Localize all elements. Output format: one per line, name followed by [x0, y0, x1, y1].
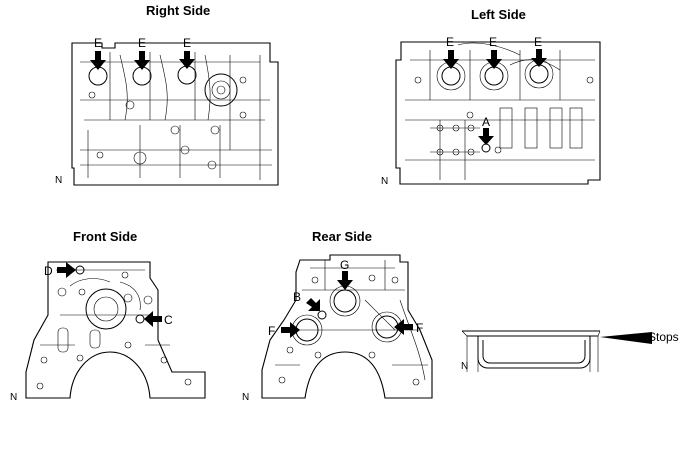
- left-side-title: Left Side: [471, 7, 526, 22]
- corner-mark: N: [381, 176, 388, 187]
- arrow-left: [394, 319, 413, 335]
- plug-detail-view: Stops N: [461, 330, 679, 372]
- label-e: E: [489, 35, 497, 49]
- label-e: E: [94, 36, 102, 50]
- front-side-view: Front Side D C N: [10, 229, 206, 403]
- arrow-down: [90, 51, 106, 70]
- label-f: F: [416, 321, 423, 335]
- rear-side-view: Rear Side G B F F N: [242, 229, 433, 403]
- label-e: E: [446, 35, 454, 49]
- arrow-down-right: [306, 298, 320, 311]
- right-side-title: Right Side: [146, 3, 210, 18]
- rear-side-title: Rear Side: [312, 229, 372, 244]
- arrow-right: [281, 322, 300, 338]
- label-f: F: [268, 324, 275, 338]
- arrow-down: [337, 271, 353, 290]
- label-e: E: [534, 35, 542, 49]
- leader-arrow: [600, 332, 652, 344]
- arrow-down: [179, 51, 195, 69]
- corner-mark: N: [55, 175, 62, 186]
- arrow-right: [57, 262, 76, 278]
- corner-mark: N: [461, 361, 468, 372]
- arrow-down: [478, 128, 494, 145]
- corner-mark: N: [10, 392, 17, 403]
- stops-label: Stops: [648, 330, 679, 344]
- corner-mark: N: [242, 392, 249, 403]
- arrow-left: [144, 311, 162, 327]
- arrow-down: [486, 50, 502, 69]
- label-e: E: [183, 36, 191, 50]
- label-a: A: [482, 115, 490, 129]
- arrow-down: [443, 50, 459, 69]
- label-b: B: [293, 290, 301, 304]
- label-e: E: [138, 36, 146, 50]
- left-side-view: Left Side E E E A N: [381, 7, 601, 187]
- label-c: C: [164, 313, 173, 327]
- label-g: G: [340, 258, 349, 272]
- front-side-title: Front Side: [73, 229, 137, 244]
- arrow-down: [134, 51, 150, 70]
- plug-hole: [317, 310, 327, 320]
- arrow-down: [531, 49, 547, 67]
- right-side-view: Right Side E E E N: [55, 3, 279, 186]
- label-d: D: [44, 264, 53, 278]
